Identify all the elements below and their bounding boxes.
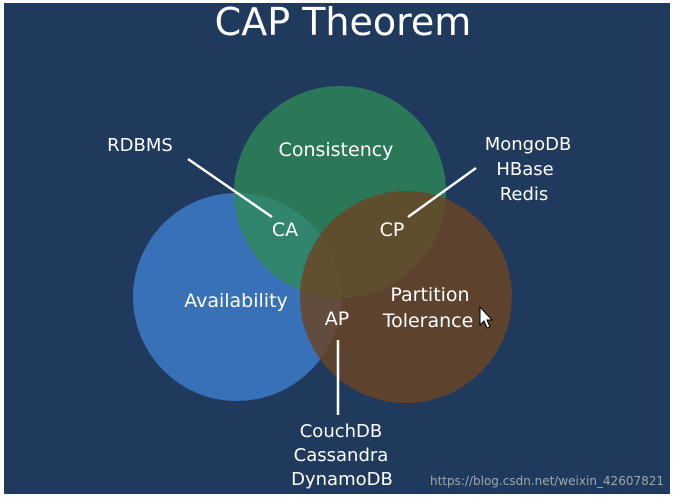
cp-example-hbase: HBase — [496, 159, 553, 180]
cp-connector-line — [407, 166, 477, 219]
partition-label-line2: Tolerance — [382, 310, 474, 332]
partition-label-line1: Partition — [390, 284, 469, 306]
cp-example-redis: Redis — [500, 184, 549, 205]
watermark-url: https://blog.csdn.net/weixin_42607821 — [430, 474, 664, 488]
ap-example-cassandra: Cassandra — [294, 445, 389, 466]
cap-venn-diagram: CAP Theorem Consistency Availability Par… — [107, 3, 664, 490]
ap-label: AP — [325, 308, 349, 330]
partition-tolerance-circle — [300, 191, 512, 403]
consistency-label: Consistency — [279, 139, 394, 161]
mouse-cursor-icon — [479, 305, 494, 329]
cap-slide: CAP Theorem Consistency Availability Par… — [4, 3, 670, 494]
cp-example-mongodb: MongoDB — [485, 134, 572, 155]
ca-label: CA — [272, 219, 298, 241]
slide-title: CAP Theorem — [215, 3, 472, 44]
availability-label: Availability — [184, 290, 288, 312]
cp-label: CP — [380, 219, 405, 241]
ap-example-dynamodb: DynamoDB — [291, 469, 393, 490]
ca-connector-line — [187, 157, 273, 219]
ap-example-couchdb: CouchDB — [300, 421, 383, 442]
ca-example-rdbms: RDBMS — [107, 135, 173, 156]
